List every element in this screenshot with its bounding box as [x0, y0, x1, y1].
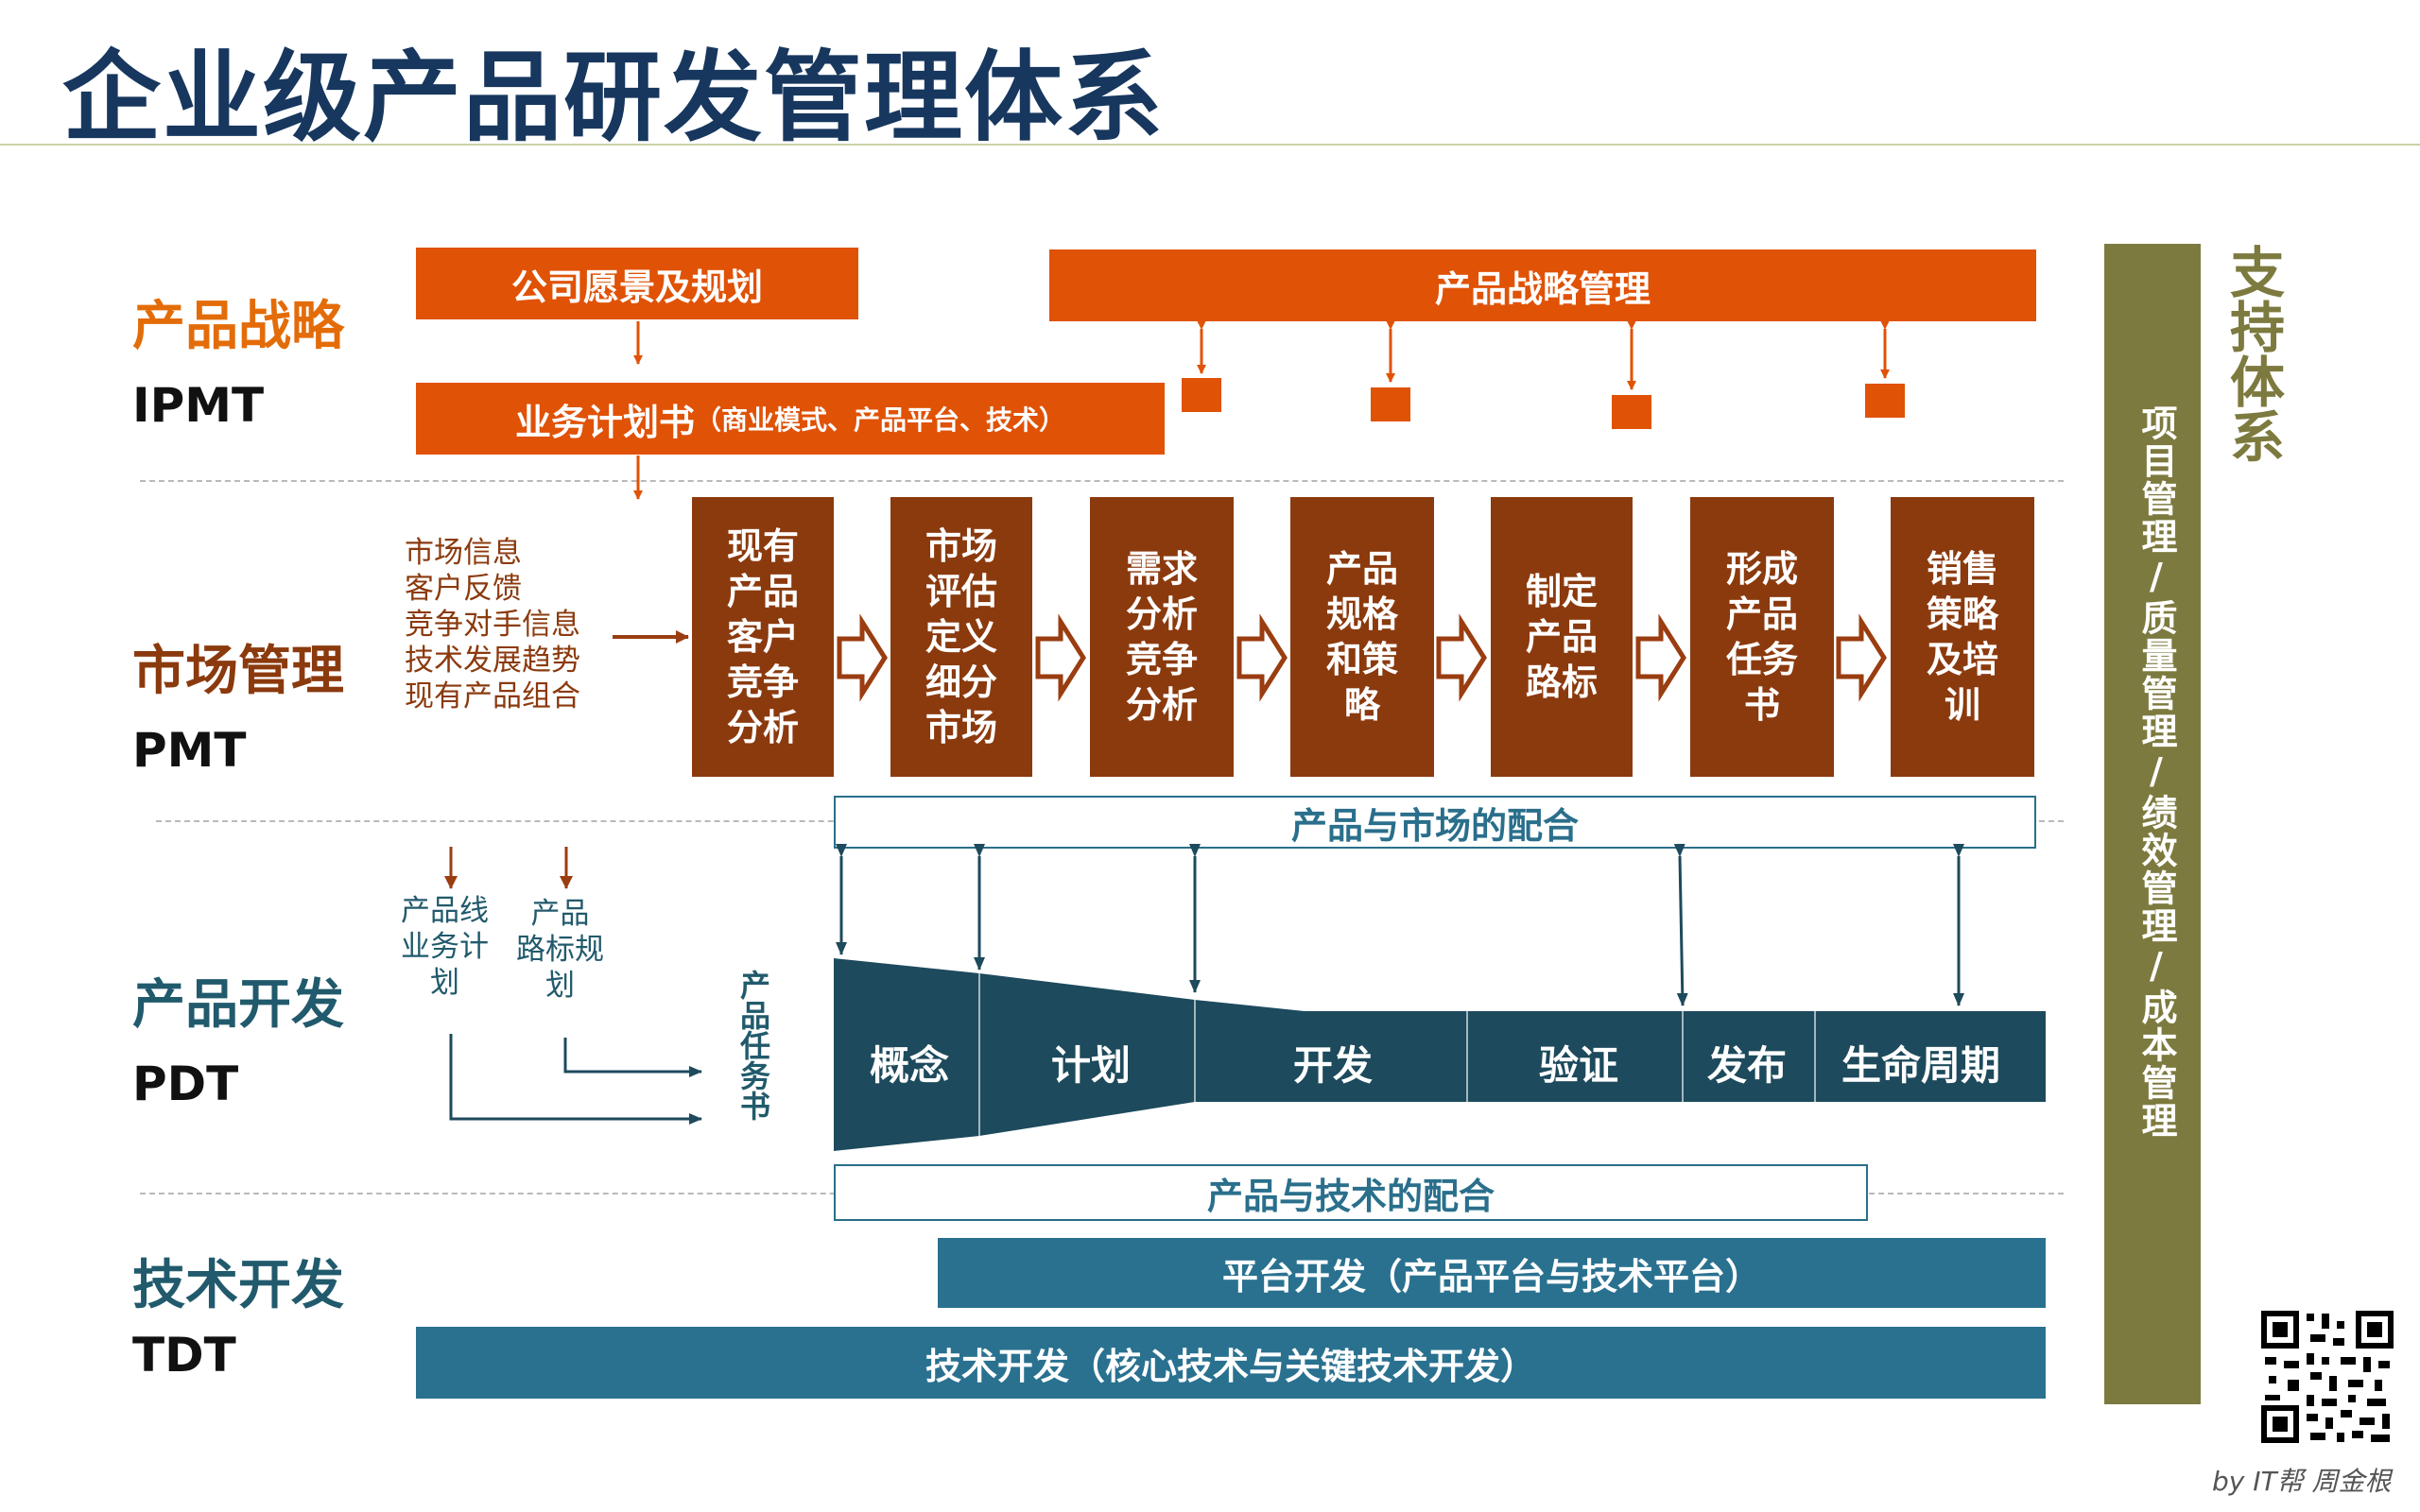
step-line: 策略: [1926, 593, 1998, 635]
support-system-bar: [2104, 244, 2201, 1404]
support-system-label: 支持体系: [2221, 244, 2285, 463]
step-line: 客户: [726, 616, 799, 658]
strategy-link-square-2: [1371, 387, 1410, 421]
dev-input-line: 产品线: [401, 894, 489, 928]
step-line: 分析: [1125, 684, 1198, 726]
phase-release: 发布: [1707, 1042, 1788, 1089]
section-dev-label: 产品开发: [132, 974, 344, 1036]
dev-input-line: 划: [430, 966, 459, 1000]
product-market-fit-box: 产品与市场的配合: [834, 796, 2036, 849]
phase-link-arrows: [836, 843, 1964, 1006]
step-line: 现有: [726, 525, 799, 567]
step-line: 竞争: [726, 662, 799, 703]
step-line: 评估: [925, 571, 997, 612]
market-step-2: 市场评估定义细分市场: [890, 497, 1032, 777]
phase-verify: 验证: [1539, 1042, 1619, 1089]
dev-input-down-arrows: [444, 847, 573, 889]
step-line: 销售: [1926, 548, 1998, 590]
phase-lifecycle: 生命周期: [1841, 1042, 2001, 1089]
step-line: 市场: [925, 525, 997, 567]
support-system-content: 项目管理/质量管理/绩效管理/成本管理: [2135, 404, 2177, 1140]
phase-concept: 概念: [870, 1042, 950, 1089]
section-tech-code: TDT: [132, 1328, 236, 1383]
business-plan-sub: （商业模式、产品平台、技术）: [695, 404, 1066, 436]
dev-input-product-line-plan: 产品线 业务计 划: [401, 893, 489, 1001]
step-line: 形成: [1725, 548, 1798, 590]
platform-dev-bar: 平台开发（产品平台与技术平台）: [938, 1238, 2046, 1308]
dev-elbow-arrows: [449, 1034, 702, 1125]
market-step-7: 销售策略及培训: [1891, 497, 2034, 777]
step-line: 书: [1743, 684, 1780, 726]
step-line: 训: [1944, 684, 1980, 726]
market-inputs-list: 市场信息 客户反馈 竞争对手信息 技术发展趋势 现有产品组合: [405, 535, 580, 714]
strategy-link-arrows: [1197, 320, 1890, 390]
market-input-item: 客户反馈: [405, 572, 522, 606]
section-strategy-code: IPMT: [132, 378, 265, 433]
step-line: 及培: [1926, 639, 1998, 680]
market-step-chevrons: [837, 613, 1887, 702]
section-tech-label: 技术开发: [132, 1255, 344, 1316]
core-tech-dev-bar: 技术开发（核心技术与关键技术开发）: [416, 1327, 2046, 1399]
product-tech-fit-box: 产品与技术的配合: [834, 1164, 1868, 1221]
section-strategy-label: 产品战略: [132, 296, 344, 357]
section-dev-code: PDT: [132, 1057, 239, 1111]
step-line: 任务: [1725, 639, 1798, 680]
strategy-link-square-3: [1612, 395, 1651, 429]
dev-input-line: 产品: [530, 897, 590, 931]
step-line: 产品: [1725, 593, 1798, 635]
market-step-5: 制定产品路标: [1491, 497, 1633, 777]
market-input-item: 现有产品组合: [405, 679, 580, 713]
step-line: 和策: [1325, 639, 1398, 680]
step-line: 定义: [925, 616, 997, 658]
step-line: 略: [1343, 684, 1380, 726]
strategy-link-square-4: [1865, 384, 1905, 418]
dev-input-line: 路标规: [516, 933, 604, 967]
section-market-code: PMT: [132, 723, 247, 778]
dev-input-roadmap-plan: 产品 路标规 划: [516, 896, 604, 1004]
title-divider: [0, 144, 2420, 146]
task-book-label: 产品任务书: [735, 970, 771, 1121]
divider-strategy-market: [140, 480, 2064, 482]
market-step-6: 形成产品任务书: [1690, 497, 1834, 777]
step-line: 细分: [925, 662, 997, 703]
author-credit: by IT帮 周金根: [2212, 1466, 2392, 1497]
vision-box: 公司愿景及规划: [416, 248, 858, 319]
strategy-link-square-1: [1182, 378, 1221, 412]
business-plan-main: 业务计划书: [514, 401, 695, 443]
step-line: 产品: [726, 571, 799, 612]
dev-input-line: 划: [545, 969, 575, 1003]
market-input-item: 市场信息: [405, 536, 522, 570]
dev-input-line: 业务计: [401, 930, 489, 964]
step-line: 分析: [726, 707, 799, 748]
step-line: 需求: [1125, 548, 1198, 590]
business-plan-box: 业务计划书（商业模式、产品平台、技术）: [416, 383, 1165, 455]
step-line: 路标: [1525, 662, 1598, 703]
step-line: 产品: [1325, 548, 1398, 590]
market-step-1: 现有产品客户竞争分析: [692, 497, 834, 777]
market-input-item: 竞争对手信息: [405, 608, 580, 642]
qr-code: [2259, 1309, 2395, 1445]
step-line: 分析: [1125, 593, 1198, 635]
step-line: 竞争: [1125, 639, 1198, 680]
step-line: 制定: [1525, 571, 1598, 612]
section-market-label: 市场管理: [132, 641, 344, 702]
step-line: 市场: [925, 707, 997, 748]
step-line: 规格: [1325, 593, 1398, 635]
product-strategy-box: 产品战略管理: [1049, 249, 2036, 321]
page-title: 企业级产品研发管理体系: [62, 40, 1166, 155]
step-line: 产品: [1525, 616, 1598, 658]
market-input-item: 技术发展趋势: [405, 644, 580, 678]
market-step-3: 需求分析竞争分析: [1090, 497, 1234, 777]
phase-plan: 计划: [1051, 1042, 1132, 1089]
phase-develop: 开发: [1293, 1042, 1374, 1089]
market-step-4: 产品规格和策略: [1290, 497, 1434, 777]
dev-phase-funnel: [834, 958, 2046, 1151]
